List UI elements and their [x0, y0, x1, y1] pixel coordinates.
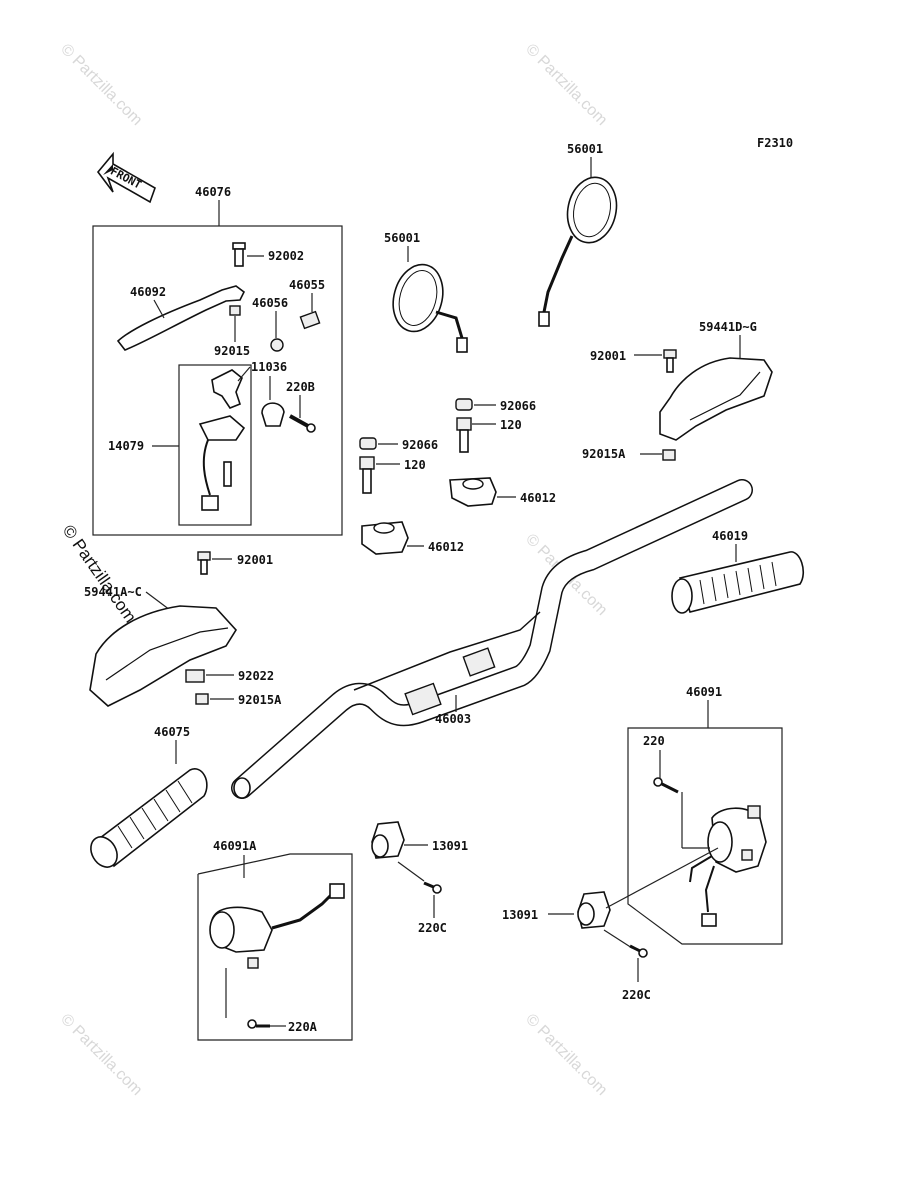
- front-arrow-icon: FRONT: [96, 151, 156, 204]
- label-220A: 220A: [288, 1020, 318, 1034]
- label-92015A-left: 92015A: [238, 693, 282, 707]
- watermarks: © Partzilla.com © Partzilla.com © Partzi…: [57, 41, 610, 1099]
- mirror-56001-left: [392, 263, 468, 353]
- label-13091-right: 13091: [502, 908, 538, 922]
- watermark-5: © Partzilla.com: [522, 1011, 610, 1099]
- label-46055: 46055: [289, 278, 325, 292]
- label-59441D-G: 59441D~G: [699, 320, 757, 334]
- label-56001-right: 56001: [567, 142, 603, 156]
- label-46091A: 46091A: [213, 839, 257, 853]
- watermark-4: © Partzilla.com: [57, 1011, 145, 1099]
- handguard-59441D-G: [659, 357, 773, 441]
- label-92001-left: 92001: [237, 553, 273, 567]
- cap-92066-lower: [359, 437, 377, 450]
- label-46019: 46019: [712, 529, 748, 543]
- screw-220A: [247, 1019, 270, 1029]
- nut-92015A-left: [195, 693, 209, 705]
- label-46076: 46076: [195, 185, 231, 199]
- cap-92066-upper: [455, 398, 473, 411]
- watermark-2: © Partzilla.com: [522, 41, 610, 129]
- assembly-box-46076: [92, 225, 343, 536]
- label-56001-left: 56001: [384, 231, 420, 245]
- grip-46075: [90, 768, 208, 868]
- screw-220B: [289, 414, 316, 433]
- label-120-lower: 120: [404, 458, 426, 472]
- assembly-box-46091: [627, 727, 783, 945]
- switch-46091A: [209, 883, 345, 969]
- label-220C-left: 220C: [418, 921, 447, 935]
- assembly-box-14079: [178, 364, 252, 526]
- label-46012-upper: 46012: [520, 491, 556, 505]
- screw-220C-right: [629, 944, 648, 958]
- screw-220C-left: [423, 881, 442, 894]
- label-220: 220: [643, 734, 665, 748]
- lever-46092: [116, 285, 246, 351]
- label-46091: 46091: [686, 685, 722, 699]
- assembly-box-46091A: [197, 853, 353, 1041]
- label-14079: 14079: [108, 439, 144, 453]
- label-59441A-C: 59441A~C: [84, 585, 142, 599]
- label-92066-upper: 92066: [500, 399, 536, 413]
- bolt-92001-right: [663, 349, 677, 373]
- label-13091-left: 13091: [432, 839, 468, 853]
- bracket-11036: [211, 369, 243, 409]
- label-120-upper: 120: [500, 418, 522, 432]
- label-92015: 92015: [214, 344, 250, 358]
- figure-code: F2310: [757, 136, 793, 150]
- label-11036: 11036: [251, 360, 287, 374]
- bolt-92002: [232, 242, 246, 267]
- holder-46012-upper: [449, 477, 497, 507]
- clamp-part: [261, 402, 285, 427]
- bolt-92001-left: [197, 551, 211, 575]
- label-92002: 92002: [268, 249, 304, 263]
- label-220C-right: 220C: [622, 988, 651, 1002]
- switch-46091: [689, 805, 767, 927]
- label-46092: 46092: [130, 285, 166, 299]
- watermark-1: © Partzilla.com: [57, 41, 145, 129]
- adjuster-46055: [299, 310, 321, 330]
- switch-14079: [198, 415, 246, 511]
- mirror-56001-right: [538, 176, 618, 327]
- grip-46019: [671, 551, 805, 614]
- bolt-120-upper: [456, 417, 472, 453]
- nut-92015: [229, 305, 241, 316]
- clamp-13091-left: [371, 821, 405, 859]
- label-92001-right: 92001: [590, 349, 626, 363]
- nut-92015A-right: [662, 449, 676, 461]
- bolt-120-lower: [359, 456, 375, 494]
- watermark-dark: © Partzilla.com: [59, 521, 140, 626]
- screw-220: [653, 777, 679, 794]
- clamp-13091-right: [577, 891, 611, 929]
- spacer-92022: [185, 669, 205, 683]
- label-92022: 92022: [238, 669, 274, 683]
- label-46056: 46056: [252, 296, 288, 310]
- label-92066-lower: 92066: [402, 438, 438, 452]
- label-46012-lower: 46012: [428, 540, 464, 554]
- label-46075: 46075: [154, 725, 190, 739]
- label-92015A-right: 92015A: [582, 447, 626, 461]
- handlebar-46003: [231, 479, 753, 799]
- nut-46056: [270, 338, 284, 352]
- label-220B: 220B: [286, 380, 315, 394]
- holder-46012-lower: [361, 521, 409, 555]
- label-46003: 46003: [435, 712, 471, 726]
- handguard-59441A-C: [89, 605, 237, 707]
